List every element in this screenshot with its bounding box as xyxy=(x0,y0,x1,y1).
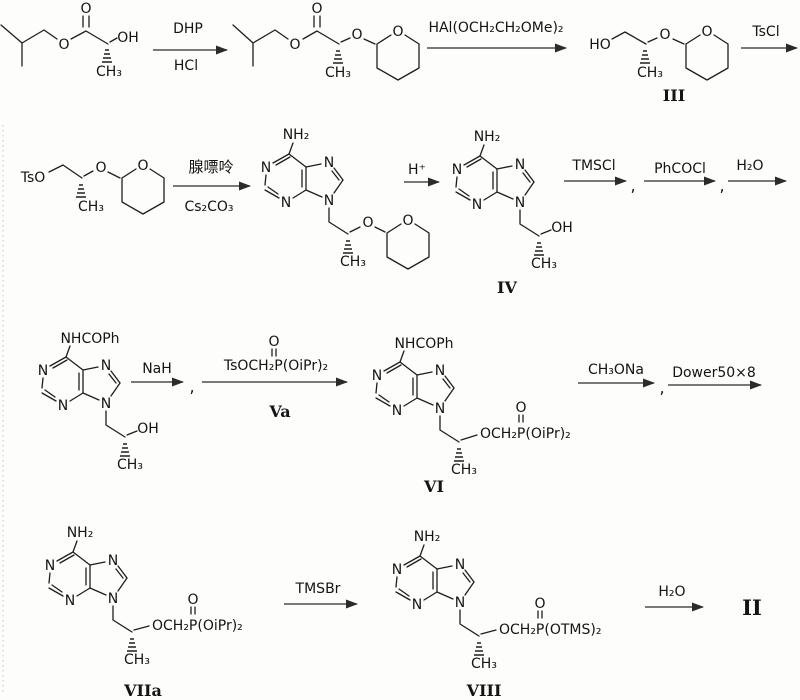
phosphonate-chain-label: OCH₂P(OiPr)₂ xyxy=(480,426,571,442)
arrow-step7: PhCOCl , xyxy=(644,161,725,195)
compound-benzoyl-adenine-ol: NHCOPh OH xyxy=(36,331,159,474)
methyl-label: CH₃ xyxy=(78,199,104,215)
compound-label-VI: VI xyxy=(423,477,444,496)
methyl-label: CH₃ xyxy=(96,64,122,80)
reagent-dhp: DHP xyxy=(173,21,203,37)
arrow-step12: Dower50×8 xyxy=(668,365,762,390)
ester-oxygen-label: O xyxy=(289,37,300,53)
compound-IV: NH₂ OH IV xyxy=(450,129,573,297)
ester-oxygen-label: O xyxy=(58,37,69,53)
carbonyl-oxygen-label: O xyxy=(311,1,322,17)
comma: , xyxy=(659,378,664,397)
compound-III: HO O CH₃ III xyxy=(589,23,729,105)
carbonyl-oxygen-label: O xyxy=(80,1,91,17)
benzamido-label: NHCOPh xyxy=(60,331,119,347)
arrow-step6: TMSCl , xyxy=(564,158,636,195)
amino-label: NH₂ xyxy=(414,529,441,545)
phosphonate-chain-label: OCH₂P(OTMS)₂ xyxy=(499,622,601,638)
phosphoryl-oxygen-label: O xyxy=(268,334,279,350)
compound-VIII: NH₂ OCH₂P(OTMS)₂ O VIII xyxy=(390,529,601,700)
arrow-step13: TMSBr xyxy=(284,581,358,609)
ether-oxygen-label: O xyxy=(659,27,670,43)
reagent-dowex-resin: Dower50×8 xyxy=(672,365,756,381)
compound-tosylate-thp: TsO O CH₃ xyxy=(20,157,165,215)
amino-label: NH₂ xyxy=(67,525,94,541)
reagent-tscl: TsCl xyxy=(751,24,779,40)
hydroxyl-label: OH xyxy=(117,30,139,46)
methyl-label: CH₃ xyxy=(325,65,351,81)
arrow-step9: NaH , xyxy=(131,361,195,396)
arrow-step14: H₂O xyxy=(645,584,704,612)
benzamido-label: NHCOPh xyxy=(394,336,453,352)
amino-label: NH₂ xyxy=(474,129,501,145)
compound-VI: NHCOPh OCH₂P(OiPr)₂ O VI xyxy=(370,336,571,496)
methyl-label: CH₃ xyxy=(637,65,663,81)
compound-label-IV: IV xyxy=(497,278,517,297)
hydroxyl-label: HO xyxy=(589,37,611,53)
compound-label-II: II xyxy=(742,595,762,620)
hydroxyl-label: OH xyxy=(551,220,573,236)
amino-label: NH₂ xyxy=(283,127,310,143)
reagent-tosyl-phosphonate: TsOCH₂P(OiPr)₂ xyxy=(223,358,328,374)
hydroxyl-label: OH xyxy=(137,421,159,437)
reagent-hcl: HCl xyxy=(174,58,198,74)
arrow-step5: H⁺ xyxy=(404,162,440,187)
ether-oxygen-label: O xyxy=(95,160,106,176)
compound-label-VIII: VIII xyxy=(466,681,502,700)
reagent-tmscl: TMSCl xyxy=(571,158,615,174)
reagent-ch3ona: CH₃ONa xyxy=(588,362,644,378)
compound-label-III: III xyxy=(663,86,685,105)
reagent-cs2co3: Cs₂CO₃ xyxy=(184,199,233,215)
phosphoryl-oxygen-label: O xyxy=(534,596,545,612)
comma: , xyxy=(719,176,724,195)
phosphoryl-oxygen-label: O xyxy=(187,592,198,608)
arrow-step4: 腺嘌呤 Cs₂CO₃ xyxy=(173,158,251,215)
arrow-step11: CH₃ONa , xyxy=(578,362,665,397)
ether-oxygen-label: O xyxy=(362,215,373,231)
phosphoryl-oxygen-label: O xyxy=(515,400,526,416)
reagent-nah: NaH xyxy=(142,361,172,377)
reagent-red-al: HAl(OCH₂CH₂OMe)₂ xyxy=(428,20,563,36)
reagent-tmsbr: TMSBr xyxy=(295,581,341,597)
reagent-phcocl: PhCOCl xyxy=(654,161,706,177)
arrow-step2: HAl(OCH₂CH₂OMe)₂ xyxy=(427,20,567,53)
arrow-step8: H₂O xyxy=(728,158,787,186)
reagent-h2o: H₂O xyxy=(658,584,685,600)
compound-isobutyl-lactate: O O OH CH₃ xyxy=(0,1,139,80)
ether-oxygen-label: O xyxy=(351,27,362,43)
compound-label-VIIa: VIIa xyxy=(123,681,162,700)
comma: , xyxy=(189,377,194,396)
reagent-adenine: 腺嘌呤 xyxy=(188,158,233,176)
arrow-step1: DHP HCl xyxy=(153,21,228,74)
comma: , xyxy=(630,176,635,195)
compound-VIIa: NH₂ OCH₂P(OiPr)₂ O VIIa xyxy=(43,525,243,700)
compound-thp-ester: O O O CH₃ xyxy=(232,1,420,81)
phosphonate-chain-label: OCH₂P(OiPr)₂ xyxy=(152,618,243,634)
reagent-h-plus: H⁺ xyxy=(408,162,426,178)
arrow-step3: TsCl xyxy=(741,24,798,53)
tosyloxy-label: TsO xyxy=(20,170,46,186)
reagent-h2o: H₂O xyxy=(736,158,763,174)
compound-label-Va: Va xyxy=(268,402,290,421)
arrow-step10: TsOCH₂P(OiPr)₂ O Va xyxy=(202,334,348,421)
compound-adenine-thp: NH₂ O xyxy=(259,127,430,271)
